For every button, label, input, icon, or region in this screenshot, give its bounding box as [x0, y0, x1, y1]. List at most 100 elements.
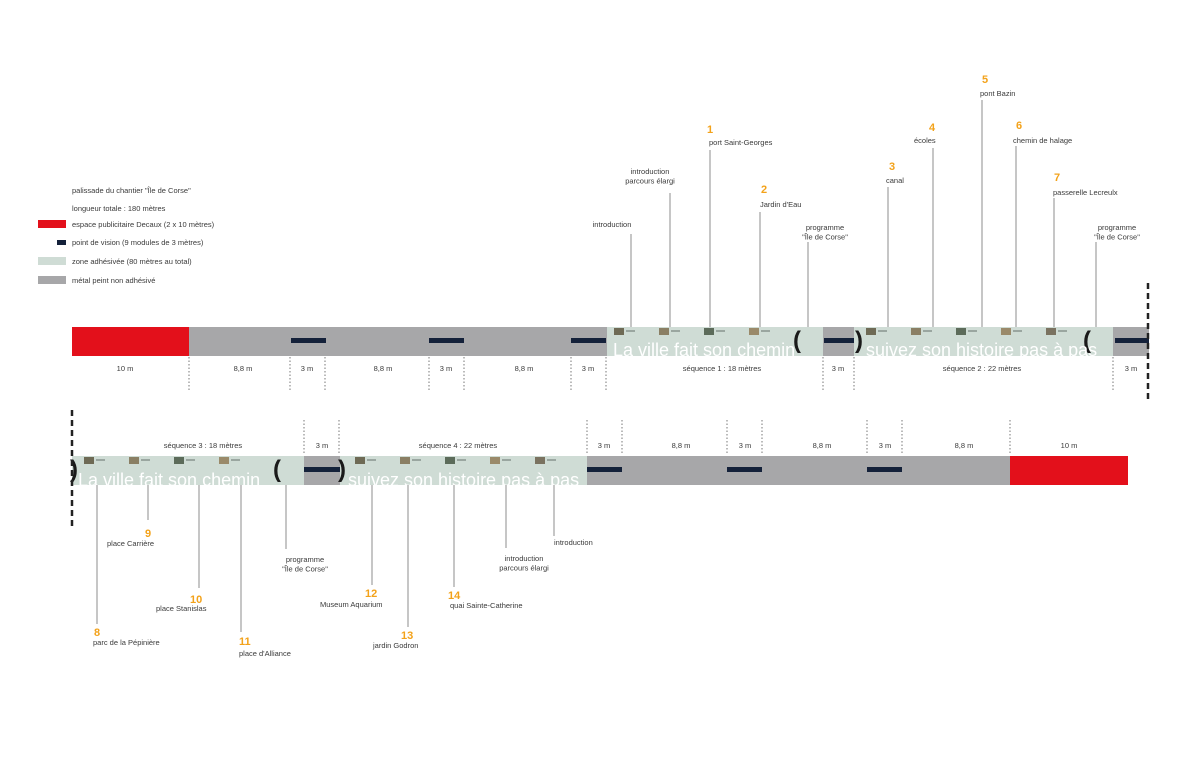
- vision-point: [824, 338, 854, 343]
- caption-mark: [716, 330, 725, 332]
- legend-item: métal peint non adhésivé: [72, 276, 155, 285]
- stop-number: 3: [889, 161, 895, 173]
- photo-thumbnail: [614, 328, 624, 335]
- photo-thumbnail: [400, 457, 410, 464]
- caption-mark: [671, 330, 680, 332]
- label-line: "Île de Corse": [1094, 232, 1140, 241]
- stop-number: 11: [239, 636, 251, 648]
- caption-mark: [1058, 330, 1067, 332]
- adhesive-zone-sequence-1: [607, 327, 823, 356]
- stop-label: Jardin d'Eau: [760, 200, 801, 209]
- dimension-label: 3 m: [582, 364, 595, 373]
- dimension-label: 3 m: [598, 441, 611, 450]
- label-line: programme: [806, 223, 844, 232]
- stop-label: parc de la Pépinière: [93, 638, 160, 647]
- stop-label: Museum Aquarium: [320, 600, 383, 609]
- stop-number: 13: [401, 630, 413, 642]
- caption-mark: [457, 459, 466, 461]
- stop-label: écoles: [914, 136, 936, 145]
- dimension-label: 3 m: [316, 441, 329, 450]
- stop-number: 5: [982, 74, 988, 86]
- bracket-mark: ): [855, 327, 863, 354]
- stop-label: pont Bazin: [980, 89, 1015, 98]
- dimension-label: séquence 1 : 18 mètres: [683, 364, 762, 373]
- stop-number: 2: [761, 184, 767, 196]
- vision-point: [304, 467, 340, 472]
- caption-mark: [626, 330, 635, 332]
- legend-length: longueur totale : 180 mètres: [72, 204, 166, 213]
- legend-vision-swatch: [57, 240, 66, 245]
- vision-point: [571, 338, 606, 343]
- vision-point: [727, 467, 762, 472]
- legend-green-swatch: [38, 257, 66, 265]
- dimension-label: 10 m: [117, 364, 134, 373]
- caption-mark: [186, 459, 195, 461]
- dimension-label: 8,8 m: [374, 364, 393, 373]
- photo-thumbnail: [1046, 328, 1056, 335]
- photo-thumbnail: [174, 457, 184, 464]
- dimension-label: 8,8 m: [234, 364, 253, 373]
- vision-point: [867, 467, 902, 472]
- stop-label: place d'Alliance: [239, 649, 291, 658]
- dimension-label: séquence 4 : 22 mètres: [419, 441, 498, 450]
- dimension-label: 3 m: [739, 441, 752, 450]
- photo-thumbnail: [445, 457, 455, 464]
- dimension-label: 3 m: [440, 364, 453, 373]
- bracket-mark: ): [70, 456, 78, 483]
- vision-point: [291, 338, 326, 343]
- legend-title: palissade du chantier "Île de Corse": [72, 186, 191, 195]
- photo-thumbnail: [355, 457, 365, 464]
- dimension-label: 8,8 m: [813, 441, 832, 450]
- stop-label: programme"Île de Corse": [282, 555, 328, 573]
- caption-mark: [367, 459, 376, 461]
- dimension-label: séquence 2 : 22 mètres: [943, 364, 1022, 373]
- stop-label: programme"Île de Corse": [802, 223, 848, 241]
- dimension-label: 3 m: [879, 441, 892, 450]
- caption-mark: [878, 330, 887, 332]
- label-line: programme: [286, 555, 324, 564]
- dimension-label: 3 m: [1125, 364, 1138, 373]
- dimension-label: 3 m: [832, 364, 845, 373]
- slogan-text: La ville fait son chemin: [613, 340, 795, 360]
- decaux-ad-space: [72, 327, 189, 356]
- label-line: parcours élargi: [499, 563, 549, 572]
- legend-item: point de vision (9 modules de 3 mètres): [72, 238, 204, 247]
- photo-thumbnail: [490, 457, 500, 464]
- caption-mark: [923, 330, 932, 332]
- stop-number: 1: [707, 124, 713, 136]
- photo-thumbnail: [84, 457, 94, 464]
- bracket-mark: ): [338, 456, 346, 483]
- label-line: introduction: [505, 554, 544, 563]
- vision-point: [587, 467, 622, 472]
- dimension-label: 10 m: [1061, 441, 1078, 450]
- label-line: parcours élargi: [625, 176, 675, 185]
- stop-label: canal: [886, 176, 904, 185]
- slogan-text: La ville fait son chemin: [78, 470, 260, 490]
- stop-label: place Carrière: [107, 539, 154, 548]
- stop-label: place Stanislas: [156, 604, 207, 613]
- legend-grey-swatch: [38, 276, 66, 284]
- legend-item: espace publicitaire Decaux (2 x 10 mètre…: [72, 220, 215, 229]
- caption-mark: [1013, 330, 1022, 332]
- caption-mark: [761, 330, 770, 332]
- vision-point: [1115, 338, 1149, 343]
- caption-mark: [141, 459, 150, 461]
- adhesive-zone-sequence-2: [854, 327, 1113, 356]
- photo-thumbnail: [219, 457, 229, 464]
- dimension-label: 8,8 m: [955, 441, 974, 450]
- stop-number: 8: [94, 627, 100, 639]
- caption-mark: [412, 459, 421, 461]
- vision-point: [429, 338, 464, 343]
- stop-label: programme"Île de Corse": [1094, 223, 1140, 241]
- stop-label: jardin Godron: [372, 641, 418, 650]
- caption-mark: [231, 459, 240, 461]
- photo-thumbnail: [704, 328, 714, 335]
- bracket-mark: (: [1083, 327, 1091, 354]
- label-line: "Île de Corse": [802, 232, 848, 241]
- caption-mark: [502, 459, 511, 461]
- stop-number: 4: [929, 122, 936, 134]
- caption-mark: [968, 330, 977, 332]
- photo-thumbnail: [535, 457, 545, 464]
